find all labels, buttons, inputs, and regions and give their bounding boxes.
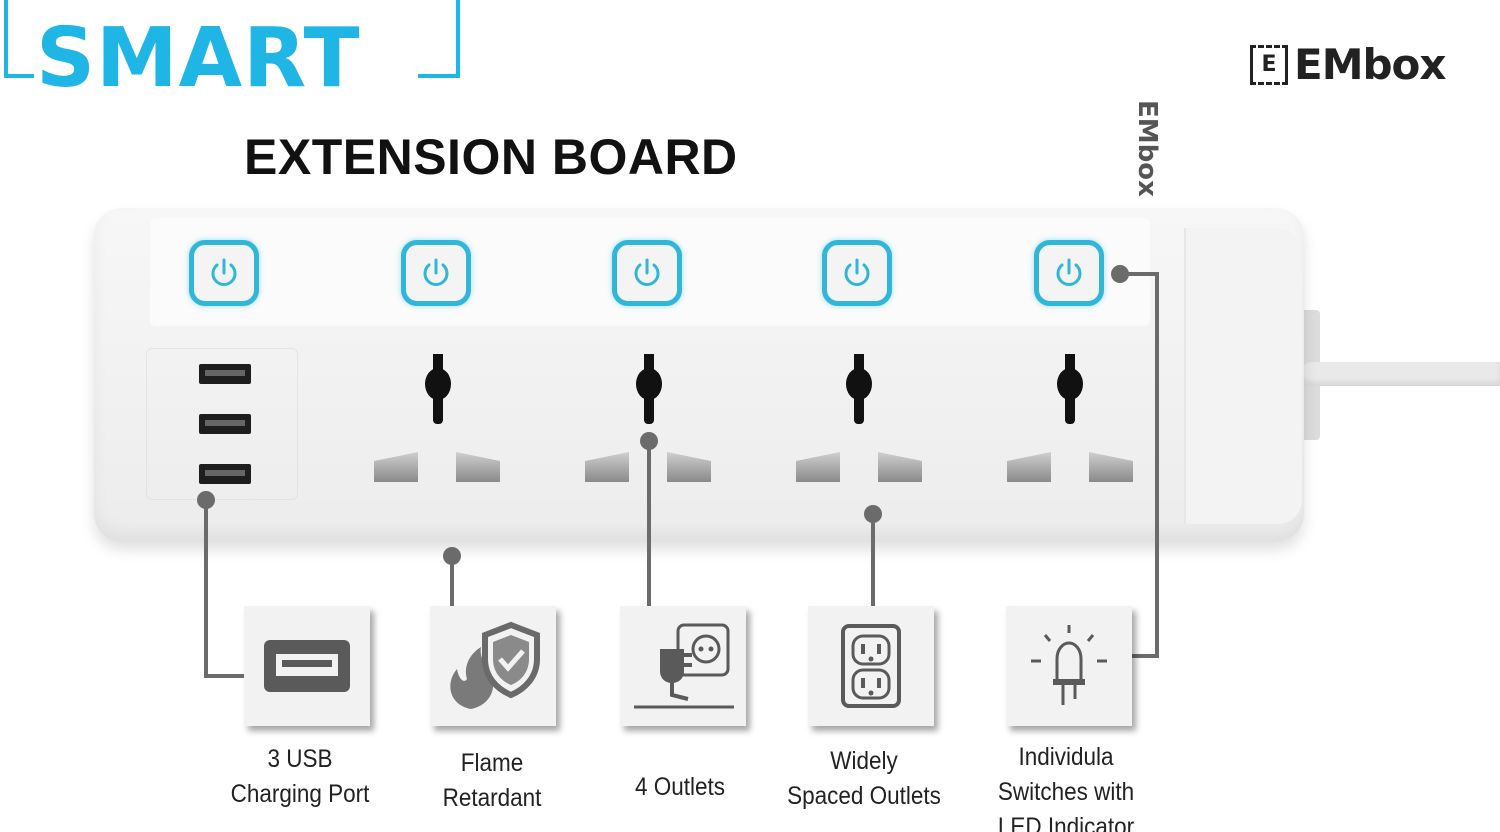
power-switch-5[interactable] — [1034, 240, 1104, 306]
feature-card-outlets — [620, 606, 746, 726]
duplex-outlet-icon — [841, 624, 901, 708]
usb-panel — [146, 348, 298, 500]
power-cable — [1300, 362, 1500, 386]
flame-shield-icon — [450, 621, 540, 709]
label-line: LED Indicator — [997, 813, 1135, 832]
label-line: Widely — [830, 747, 898, 775]
smart-frame-decoration — [4, 0, 460, 78]
brand-logo: E EMbox — [1250, 40, 1446, 89]
page-subtitle: EXTENSION BOARD — [244, 129, 738, 185]
usb-slot-3 — [199, 464, 251, 484]
power-icon — [423, 258, 449, 286]
label-line: 4 Outlets — [634, 773, 726, 801]
outlet-earth-pin-1 — [425, 354, 451, 424]
power-switch-2[interactable] — [401, 240, 471, 306]
led-bulb-icon — [1031, 625, 1107, 705]
feature-card-led — [1006, 606, 1132, 726]
outlet-earth-pin-2 — [636, 354, 662, 424]
feature-card-spaced — [808, 606, 934, 726]
power-icon — [211, 258, 237, 286]
feature-card-usb — [244, 606, 370, 726]
label-line: Charging Port — [230, 780, 370, 808]
power-icon — [634, 258, 660, 286]
usb-slot-2 — [199, 414, 251, 434]
label-line: 3 USB — [267, 745, 333, 773]
power-switch-4[interactable] — [822, 240, 892, 306]
label-line: Retardant — [442, 784, 542, 812]
feature-label-usb: 3 USB Charging Port — [210, 742, 390, 812]
feature-label-led: Individula Switches with LED Indicator — [976, 740, 1156, 832]
power-icon — [1056, 258, 1082, 286]
power-switch-3[interactable] — [612, 240, 682, 306]
outlet-earth-pin-3 — [846, 354, 872, 424]
feature-label-outlets: 4 Outlets — [590, 770, 770, 805]
usb-slot-1 — [199, 364, 251, 384]
extension-board — [94, 208, 1304, 542]
power-icon — [844, 258, 870, 286]
label-line: Switches with — [997, 778, 1135, 806]
board-endcap — [1184, 228, 1302, 524]
brand-mark-icon: E — [1250, 44, 1288, 85]
brand-name: EMbox — [1294, 40, 1446, 89]
feature-card-flame — [430, 606, 556, 726]
feature-label-flame: Flame Retardant — [402, 746, 582, 816]
power-switch-1[interactable] — [189, 240, 259, 306]
outlet-earth-pin-4 — [1057, 354, 1083, 424]
label-line: Flame — [460, 749, 524, 777]
label-line: Spaced Outlets — [787, 782, 941, 810]
usb-port-icon — [264, 640, 350, 692]
title-smart: SMART — [36, 11, 361, 106]
plug-outlet-icon — [634, 623, 734, 709]
label-line: Individula — [1018, 743, 1114, 771]
feature-label-spaced: Widely Spaced Outlets — [774, 744, 954, 814]
endcap-brand: EMbox — [1132, 100, 1162, 197]
